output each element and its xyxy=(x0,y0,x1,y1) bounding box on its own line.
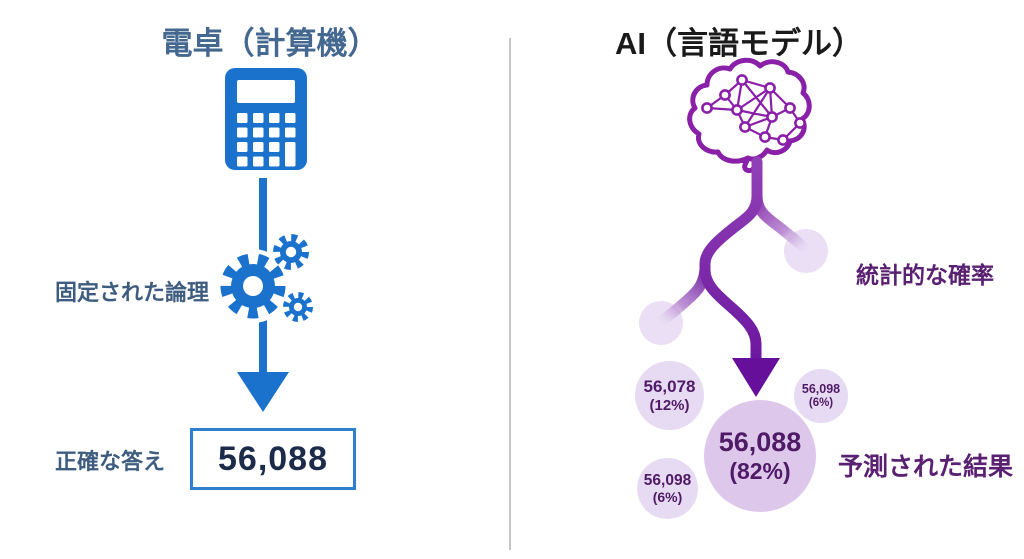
bubble-value: 56,088 xyxy=(718,427,802,458)
left-graphics xyxy=(220,68,313,412)
bubble-percent: (12%) xyxy=(649,396,690,414)
bubble-value: 56,098 xyxy=(643,471,692,489)
right-panel-title: AI（言語モデル） xyxy=(615,26,863,61)
bubble-value: 56,098 xyxy=(801,382,841,397)
predicted-result-label: 予測された結果 xyxy=(838,453,1014,481)
branching-arrow-icon xyxy=(655,156,812,397)
calculator-icon xyxy=(225,68,307,170)
bubble-percent: (6%) xyxy=(808,396,834,409)
bubble-percent: (82%) xyxy=(729,458,791,485)
answer-box: 56,088 xyxy=(190,428,356,490)
statistical-probability-label: 統計的な確率 xyxy=(856,262,994,288)
probability-bubble: 56,098 (6%) xyxy=(637,458,698,519)
exact-answer-label: 正確な答え xyxy=(55,449,166,474)
right-graphics xyxy=(639,57,828,397)
left-panel-title: 電卓（計算機） xyxy=(161,26,379,61)
predicted-result-bubble: 56,088 (82%) xyxy=(704,400,816,512)
probability-bubble: 56,078 (12%) xyxy=(635,361,704,430)
brain-network-icon xyxy=(687,57,812,174)
gears-icon xyxy=(220,234,313,322)
answer-value: 56,088 xyxy=(218,439,328,478)
fixed-logic-label: 固定された論理 xyxy=(55,280,210,305)
vertical-divider xyxy=(509,38,511,550)
bubble-value: 56,078 xyxy=(643,377,696,397)
probability-bubble: 56,098 (6%) xyxy=(794,369,848,423)
bubble-percent: (6%) xyxy=(652,489,683,506)
